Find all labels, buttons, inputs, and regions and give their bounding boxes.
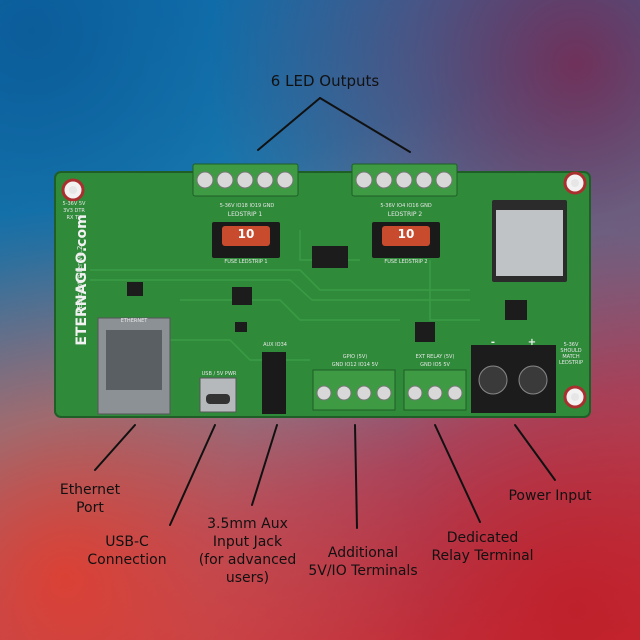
line-ethernet: [94, 424, 136, 471]
fuse-2-value: 10: [397, 227, 415, 241]
aux-jack-body: [262, 352, 286, 414]
callout-terminals-line1: Additional: [327, 545, 399, 561]
label-usb: USB / 5V PWR: [201, 371, 237, 377]
line-led-left: [257, 97, 321, 151]
label-ethernet: ETHERNET: [120, 318, 148, 324]
callout-usbc-line1: USB-C: [105, 534, 149, 550]
line-led-right: [319, 97, 411, 153]
label-ledstrip-1: LEDSTRIP 1: [227, 211, 263, 218]
callout-terminals: Additional 5V/IO Terminals: [293, 544, 433, 580]
callout-relay: Dedicated Relay Terminal: [420, 529, 545, 565]
line-relay: [434, 424, 481, 523]
callout-relay-line1: Dedicated: [446, 530, 519, 546]
callout-aux-line1: 3.5mm Aux: [207, 516, 288, 532]
callout-ethernet-line1: Ethernet: [59, 482, 121, 498]
callout-aux-line3: (for advanced: [198, 552, 297, 568]
callout-power: Power Input: [508, 488, 592, 504]
label-aux: AUX IO34: [263, 342, 287, 348]
callout-aux-line4: users): [225, 570, 270, 586]
label-minus: -: [490, 337, 496, 348]
line-usbc: [169, 424, 216, 526]
label-power: 5-36V SHOULD MATCH LEDSTRIP: [559, 342, 583, 366]
callout-usbc-line2: Connection: [87, 552, 167, 568]
label-gpio: GPIO (5V): [342, 354, 368, 360]
label-strip-pins-2: 5-36V IO4 IO16 GND: [380, 203, 432, 209]
label-fuse-2: FUSE LEDSTRIP 2: [384, 259, 428, 265]
callout-relay-line2: Relay Terminal: [431, 548, 534, 564]
callout-aux: 3.5mm Aux Input Jack (for advanced users…: [185, 515, 310, 587]
label-ledstrip-2: LEDSTRIP 2: [387, 211, 423, 218]
pcb-board: [54, 171, 591, 418]
ic-chip: [312, 246, 348, 268]
label-relay: EXT RELAY (5V): [415, 354, 455, 360]
callout-led-outputs: 6 LED Outputs: [270, 72, 380, 90]
callout-ethernet: Ethernet Port: [40, 481, 140, 517]
callout-terminals-line2: 5V/IO Terminals: [308, 563, 418, 579]
label-plus: +: [527, 337, 537, 348]
label-side-pins: 5-36V 5V 3V3 DTR RX TX: [62, 201, 86, 221]
callout-aux-line2: Input Jack: [212, 534, 283, 550]
label-strip-pins-1: 5-36V IO18 IO19 GND: [219, 203, 275, 209]
line-aux: [251, 424, 278, 506]
callout-usbc: USB-C Connection: [72, 533, 182, 569]
label-relay-pins: GND IO5 5V: [420, 362, 450, 368]
callout-ethernet-line2: Port: [76, 500, 104, 516]
label-fuse-1: FUSE LEDSTRIP 1: [224, 259, 268, 265]
fuse-1-value: 10: [237, 227, 255, 241]
label-gpio-pins: GND IO12 IO14 5V: [331, 362, 379, 368]
line-power: [514, 424, 556, 481]
line-terminals: [354, 424, 358, 529]
